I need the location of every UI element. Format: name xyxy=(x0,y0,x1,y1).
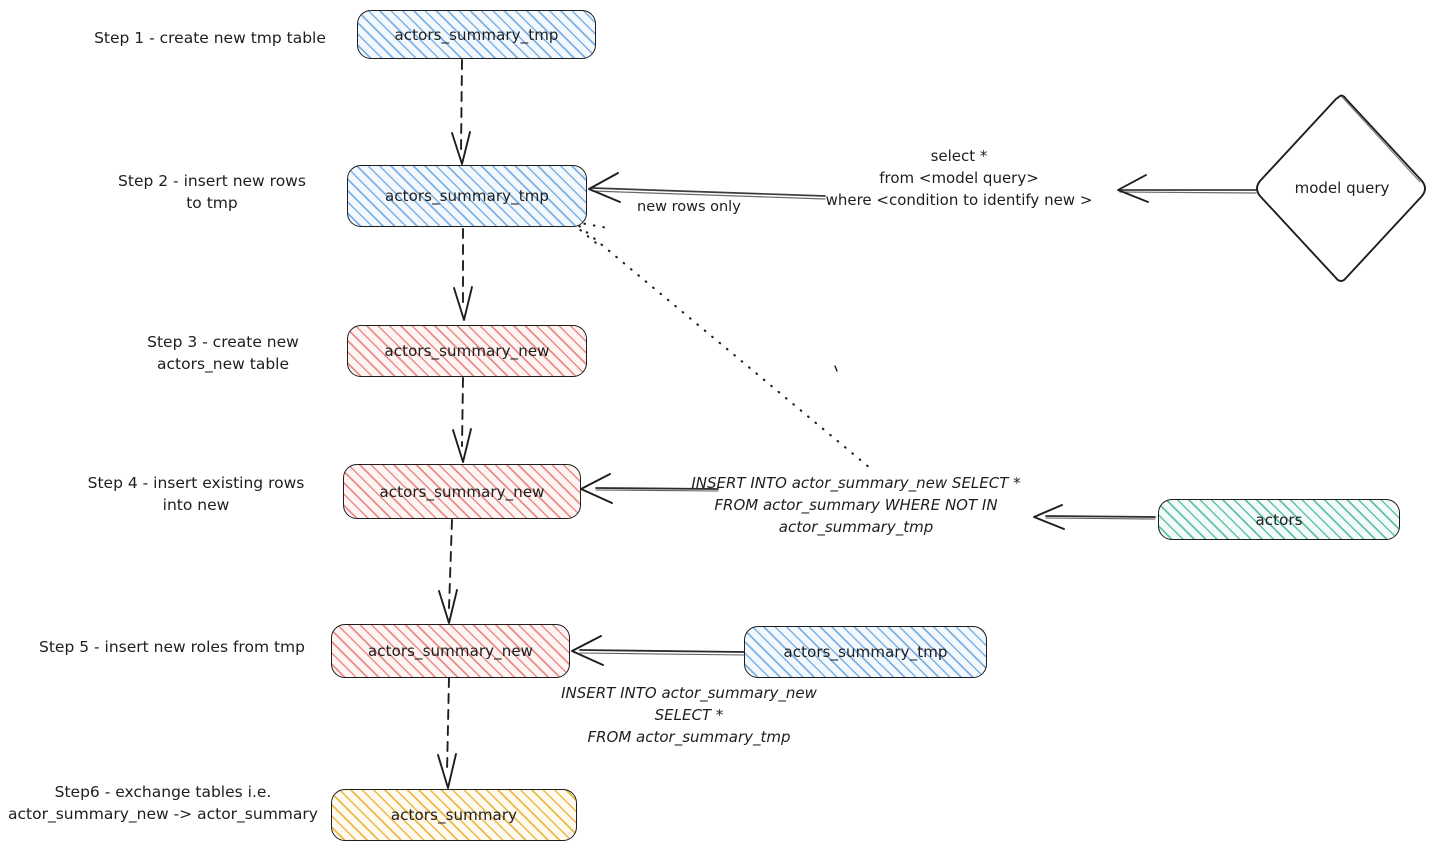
stray-tick-mark xyxy=(834,365,838,372)
node-actors-summary-new-step4[interactable]: actors_summary_new xyxy=(343,464,581,519)
node-label: actors xyxy=(1255,510,1303,529)
node-actors-summary-new-step5[interactable]: actors_summary_new xyxy=(331,624,570,678)
node-actors-summary-tmp-step5-source[interactable]: actors_summary_tmp xyxy=(744,626,987,678)
edge-tmp2-to-new3 xyxy=(453,228,473,321)
annotation-insert-from-tmp-sql: INSERT INTO actor_summary_new SELECT * F… xyxy=(561,684,817,746)
node-label: actors_summary xyxy=(390,806,518,824)
node-label: actors_summary_tmp xyxy=(384,187,550,205)
annotation-model-query-sql: select * from <model query> where <condi… xyxy=(825,147,1093,209)
step-caption-1: Step 1 - create new tmp table xyxy=(94,29,326,47)
edge-actors-to-note xyxy=(1033,504,1156,530)
edge-tmp1-to-tmp2 xyxy=(451,59,471,165)
edge-new3-to-new4 xyxy=(452,377,472,463)
step-caption-4: Step 4 - insert existing rows into new xyxy=(87,474,305,514)
diamond-shape xyxy=(1256,94,1426,282)
step-caption-3: Step 3 - create new actors_new table xyxy=(147,333,299,373)
node-actors-summary-step6[interactable]: actors_summary xyxy=(331,789,577,841)
node-actors-summary-tmp-step1[interactable]: actors_summary_tmp xyxy=(357,10,596,59)
node-label: actors_summary_tmp xyxy=(783,643,948,661)
step-caption-5: Step 5 - insert new roles from tmp xyxy=(39,638,305,656)
edge-new4-to-new5 xyxy=(438,519,458,624)
node-label: actors_summary_tmp xyxy=(394,25,559,44)
node-label: actors_summary_new xyxy=(367,642,534,660)
node-model-query[interactable]: model query xyxy=(1252,88,1432,288)
edge-tmp5-to-new5 xyxy=(571,635,745,666)
node-label: actors_summary_new xyxy=(384,342,550,360)
node-label: model query xyxy=(1294,179,1390,197)
edge-tmp2-dotted-to-insert-note xyxy=(570,218,872,470)
annotation-insert-existing-sql: INSERT INTO actor_summary_new SELECT * F… xyxy=(691,474,1021,536)
step-caption-6: Step6 - exchange tables i.e. actor_summa… xyxy=(8,783,318,823)
edge-label-new-rows-only: new rows only xyxy=(637,199,741,215)
step-caption-2: Step 2 - insert new rows to tmp xyxy=(118,172,306,212)
node-actors-summary-new-step3[interactable]: actors_summary_new xyxy=(347,325,587,377)
node-actors-source[interactable]: actors xyxy=(1158,499,1400,540)
edge-new5-to-summary xyxy=(437,677,457,789)
node-actors-summary-tmp-step2[interactable]: actors_summary_tmp xyxy=(347,165,587,227)
node-label: actors_summary_new xyxy=(379,482,545,501)
